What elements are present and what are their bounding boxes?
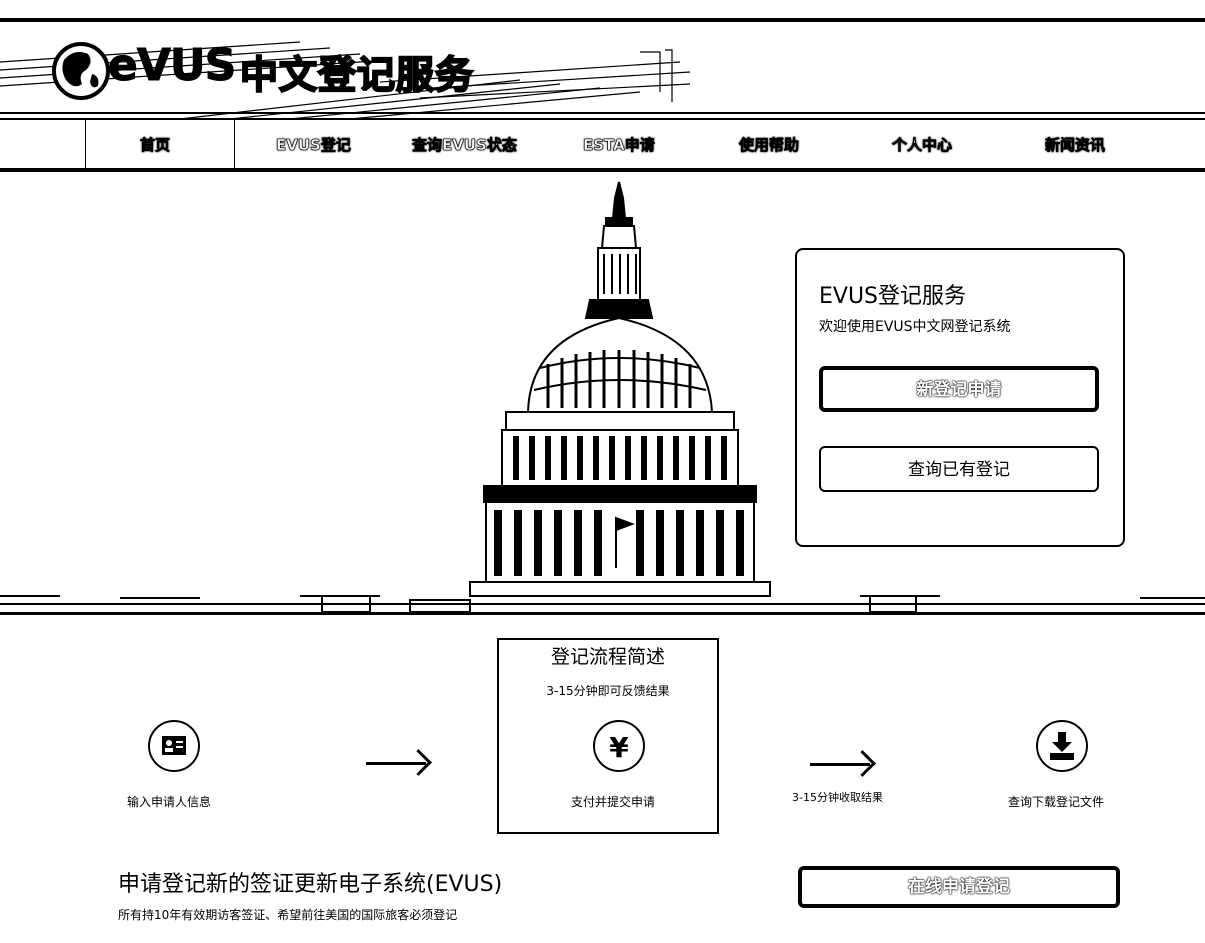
query-registration-button[interactable]: 查询已有登记: [819, 446, 1099, 492]
step-label-download: 查询下载登记文件: [1008, 795, 1105, 809]
nav-item-help[interactable]: 使用帮助: [739, 136, 800, 155]
hero-banner: [0, 168, 1205, 614]
step-label-pay-submit: 支付并提交申请: [571, 795, 656, 809]
flag-stripes-graphic: [0, 41, 1205, 119]
id-card-icon: [148, 720, 200, 772]
brand-logo-text: eVUS: [107, 40, 236, 92]
globe-logo-icon: [52, 42, 110, 100]
service-panel: EVUS登记服务 欢迎使用EVUS中文网登记系统 新登记申请 查询已有登记: [795, 248, 1125, 547]
main-nav: 首页 EVUS登记 查询EVUS状态 ESTA申请 使用帮助 个人中心 新闻资讯: [0, 118, 1205, 172]
new-registration-button[interactable]: 新登记申请: [819, 366, 1099, 412]
header-banner: [0, 22, 1205, 119]
nav-active-indicator: [85, 120, 235, 168]
nav-item-news[interactable]: 新闻资讯: [1045, 136, 1106, 155]
apply-online-button[interactable]: 在线申请登记: [798, 866, 1120, 908]
download-icon: [1036, 720, 1088, 772]
hero-ground-line: [0, 612, 1205, 615]
service-panel-subtitle: 欢迎使用EVUS中文网登记系统: [819, 319, 1011, 335]
step-label-applicant-info: 输入申请人信息: [127, 795, 212, 809]
nav-item-query-status[interactable]: 查询EVUS状态: [412, 136, 517, 155]
arrow-right-icon: [810, 763, 870, 766]
nav-item-account[interactable]: 个人中心: [892, 136, 953, 155]
nav-item-evus-register[interactable]: EVUS登记: [276, 136, 351, 155]
nav-item-esta[interactable]: ESTA申请: [583, 136, 655, 155]
capitol-dome-illustration: [0, 181, 1205, 613]
section-title: 申请登记新的签证更新电子系统(EVUS): [118, 872, 503, 897]
process-highlight-box: 登记流程简述 3-15分钟即可反馈结果: [497, 638, 719, 834]
service-panel-title: EVUS登记服务: [819, 284, 967, 309]
top-rule: [0, 18, 1205, 22]
section-subtitle: 所有持10年有效期访客签证、希望前往美国的国际旅客必须登记: [118, 908, 458, 922]
process-subtitle: 3-15分钟即可反馈结果: [546, 684, 670, 698]
nav-item-home[interactable]: 首页: [140, 136, 171, 155]
svg-text:¥: ¥: [609, 731, 629, 764]
arrow-note: 3-15分钟收取结果: [792, 791, 883, 804]
brand-title: 中文登记服务: [239, 52, 475, 98]
yen-icon: ¥: [593, 720, 645, 772]
arrow-right-icon: [366, 762, 426, 765]
process-title: 登记流程简述: [550, 646, 665, 668]
